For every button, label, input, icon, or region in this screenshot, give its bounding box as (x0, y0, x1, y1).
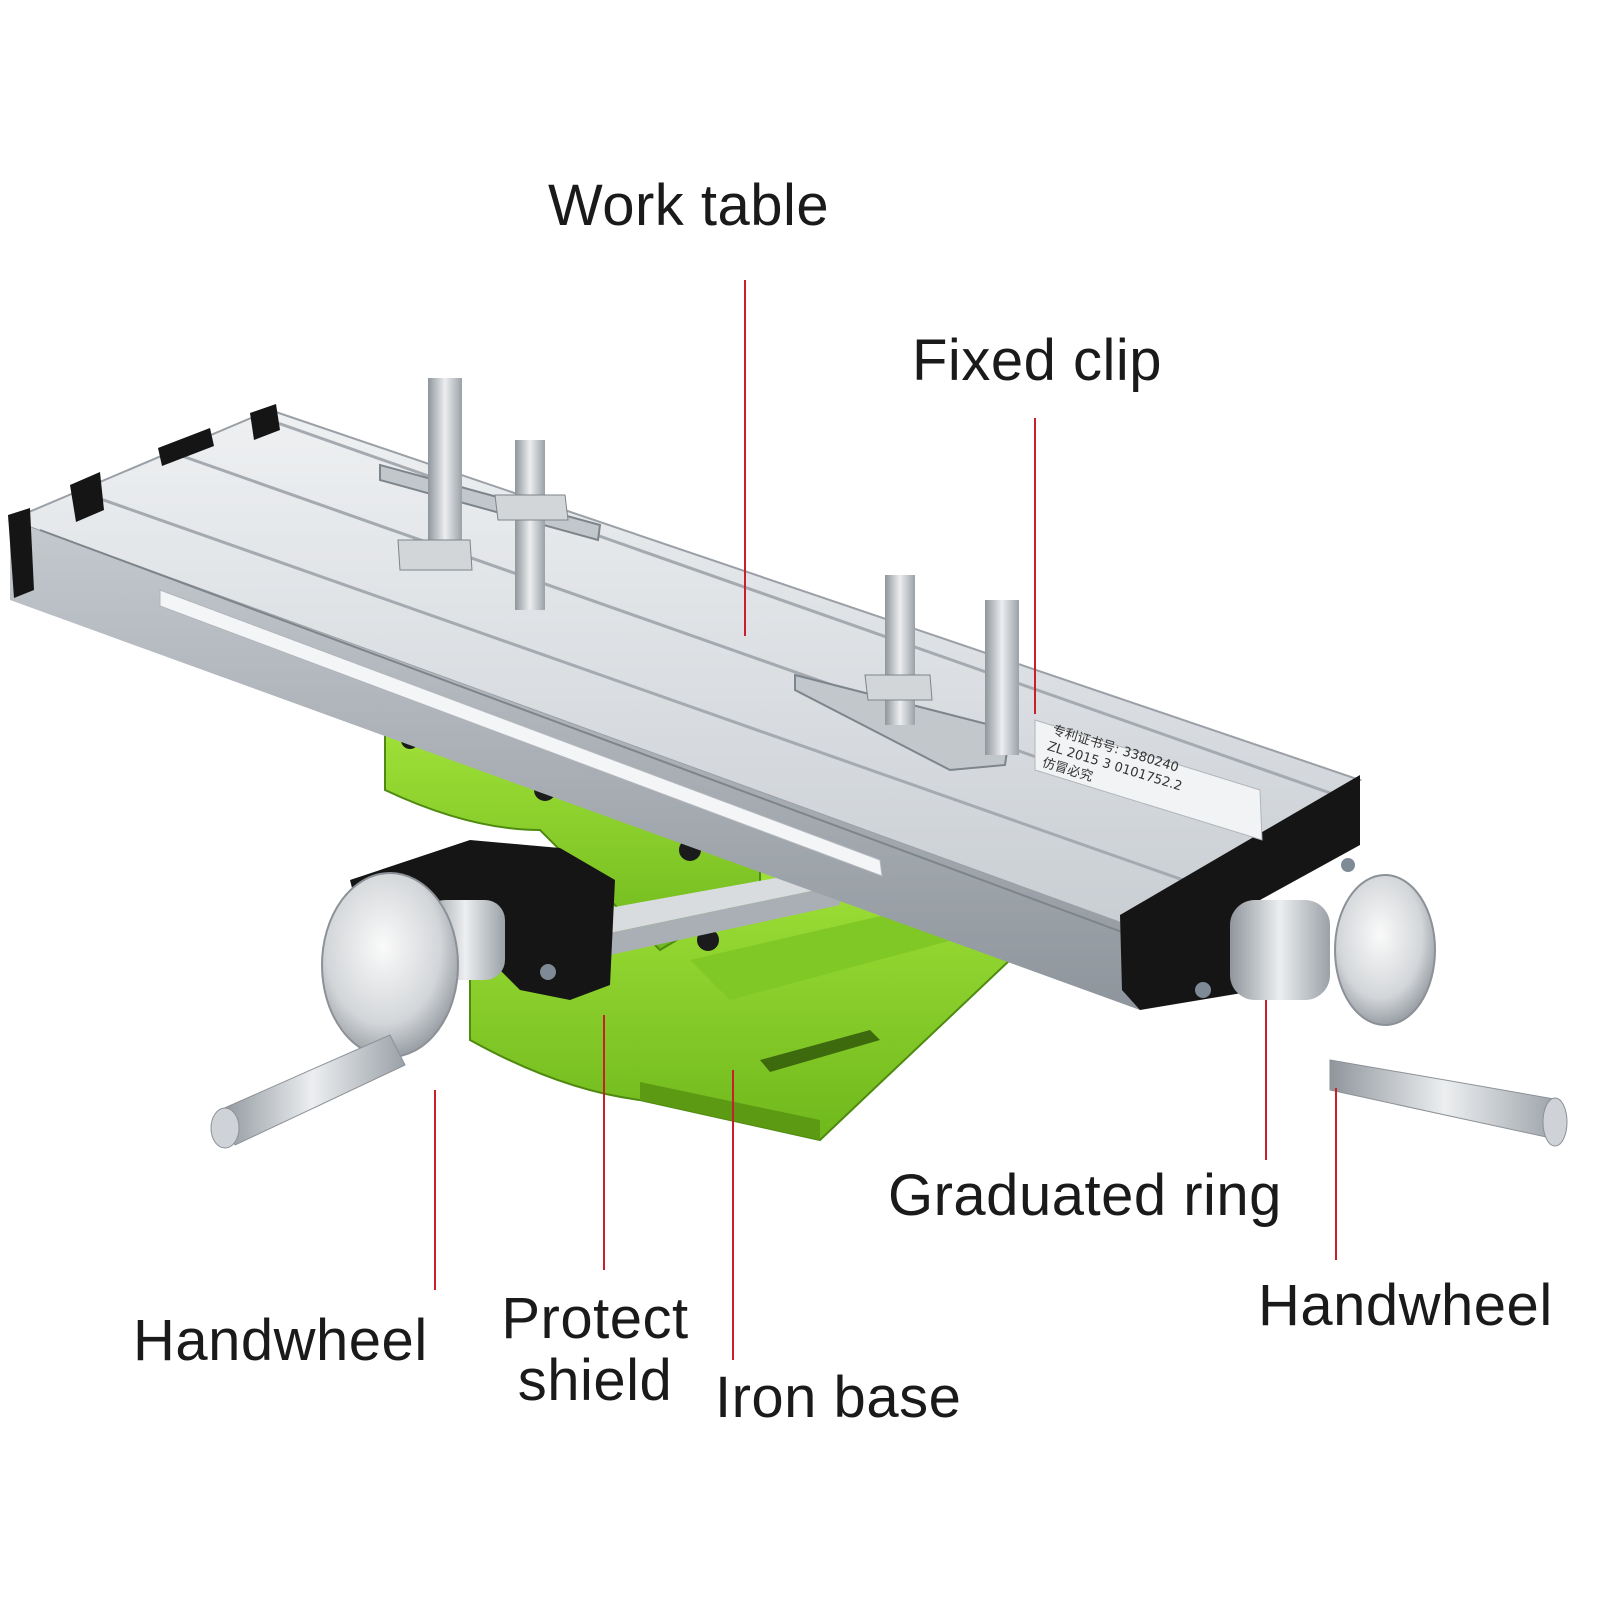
label-graduated-ring: Graduated ring (888, 1163, 1282, 1228)
leader-graduated-ring (1265, 1000, 1267, 1160)
right-handwheel-shape (1230, 874, 1568, 1147)
label-protect-shield-line2: shield (517, 1348, 673, 1413)
work-table-shape (7, 404, 1363, 1010)
label-handwheel-left: Handwheel (133, 1308, 428, 1373)
leader-work-table (744, 280, 746, 636)
label-handwheel-right: Handwheel (1258, 1273, 1553, 1338)
left-handwheel-shape (210, 872, 505, 1149)
fixed-clip-shape (379, 378, 1019, 772)
leader-handwheel-right (1335, 1088, 1337, 1260)
leader-iron-base (732, 1070, 734, 1360)
lower-slide-rail (570, 870, 840, 955)
leader-protect-shield (603, 1015, 605, 1270)
leader-handwheel-left (434, 1090, 436, 1290)
label-work-table: Work table (548, 173, 830, 238)
label-protect-shield: Protect shield (490, 1288, 700, 1412)
label-fixed-clip: Fixed clip (912, 328, 1162, 393)
label-iron-base: Iron base (715, 1365, 962, 1430)
label-protect-shield-line1: Protect (501, 1286, 689, 1351)
leader-fixed-clip (1034, 418, 1036, 714)
